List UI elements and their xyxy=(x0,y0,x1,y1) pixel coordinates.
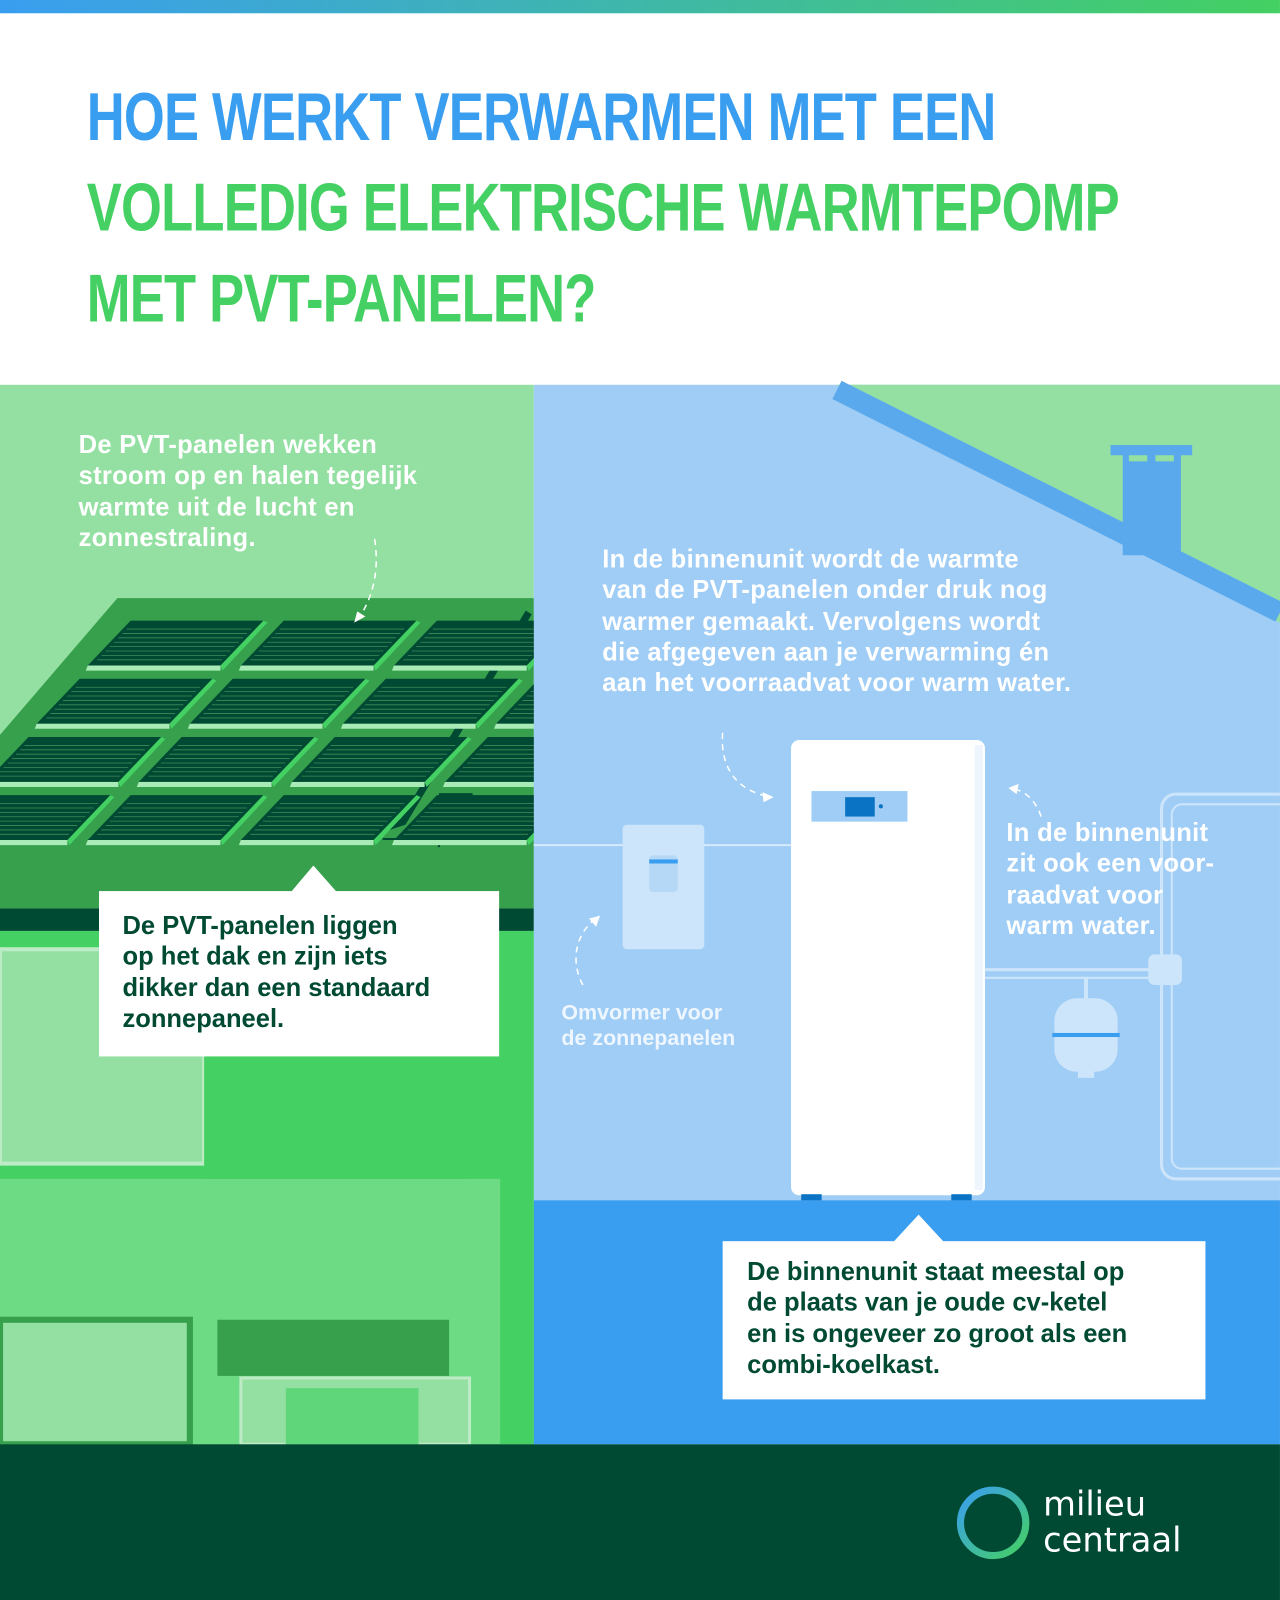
logo-ring-icon xyxy=(956,1486,1030,1560)
pvt-panel xyxy=(289,736,472,787)
pvt-panel xyxy=(0,736,166,787)
pvt-panel xyxy=(85,620,268,671)
pvt-panel xyxy=(238,620,421,671)
pvt-panel xyxy=(34,678,217,729)
pvt-panel xyxy=(0,795,115,846)
pvt-panel xyxy=(340,678,523,729)
indoor-unit xyxy=(791,740,985,1196)
top-gradient-bar xyxy=(0,0,1280,14)
interior-illustration xyxy=(533,380,1280,1445)
roof-edge xyxy=(832,380,1280,622)
pvt-panel xyxy=(187,678,370,729)
pvt-panel xyxy=(85,795,268,846)
title-line-3: MET PVT-PANELEN? xyxy=(86,260,597,336)
footer xyxy=(0,1444,1280,1600)
title-line-1: HOE WERKT VERWARMEN MET EEN xyxy=(86,78,997,155)
title-line-2: VOLLEDIG ELEKTRISCHE WARMTEPOMP xyxy=(86,169,1120,245)
page-title: HOE WERKT VERWARMEN MET EEN VOLLEDIG ELE… xyxy=(87,71,1202,344)
pvt-panel xyxy=(238,795,421,846)
house-illustration xyxy=(0,384,676,1448)
pvt-panel xyxy=(136,736,319,787)
pvt-panels xyxy=(0,620,676,846)
